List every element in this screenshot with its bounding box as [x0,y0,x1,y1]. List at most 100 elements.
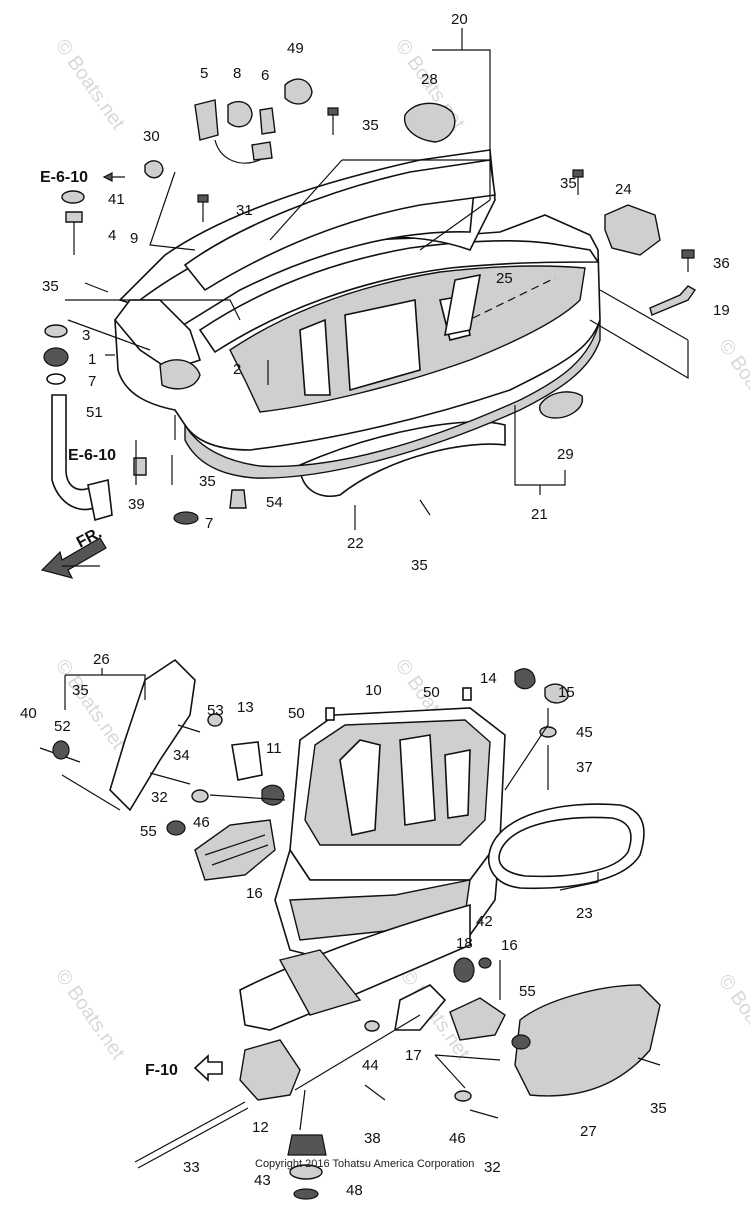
bottom-callout: 32 [151,789,168,806]
top-callout: 21 [531,506,548,523]
leader-39 [135,415,176,485]
clip-54 [229,489,247,509]
cowl-skirt [184,319,601,479]
clip-49 [284,78,313,105]
bottom-callout: 16 [501,937,518,954]
grommet-1 [43,347,69,367]
leader-20 [419,28,491,251]
top-callout: 8 [233,65,241,82]
leader-1 [67,319,151,351]
nut-42 [478,957,492,969]
bolt-35 [84,282,109,293]
seal-22 [299,421,506,497]
bolt-35-head [327,107,339,116]
switch-5 [194,99,219,141]
washer-45 [539,726,557,738]
bottom-callout: 13 [237,699,254,716]
watermark: © Boats.net [51,965,129,1064]
top-callout: 24 [615,181,632,198]
leader-46 [209,794,286,801]
bottom-callout: 45 [576,724,593,741]
top-callout: 36 [713,255,730,272]
plate-28 [404,102,456,143]
leader-12 [299,1089,306,1131]
bottom-callout: 50 [288,705,305,722]
watermark: © Boats.net [51,655,129,754]
ref-e6-10-mid: E-6-10 [68,447,116,464]
switch-8 [227,100,253,128]
top-callout: 35 [411,557,428,574]
bolt-38 [364,1084,386,1101]
cap-55 [511,1034,531,1050]
bottom-callout: 35 [650,1100,667,1117]
bottom-callout: 15 [558,684,575,701]
stopper-52 [52,740,70,760]
leader-21 [514,405,566,495]
bolt-32b [469,1109,499,1119]
top-callout: 25 [496,270,513,287]
top-callout: 35 [362,117,379,134]
leader-40 [61,774,121,811]
mount-16 [194,819,276,881]
bottom-callout: 37 [576,759,593,776]
lock-lever [159,359,201,390]
bottom-callout: 44 [362,1057,379,1074]
cap-15 [544,683,569,704]
connector [251,141,273,161]
mount-16b [449,997,506,1041]
top-callout: 35 [560,175,577,192]
bottom-callout: 18 [456,935,473,952]
mount-16-ribs [204,834,269,866]
cap-14 [514,668,536,690]
bottom-callout: 23 [576,905,593,922]
bottom-callout: 12 [252,1119,269,1136]
grommet-11 [261,784,285,806]
leader-frame [269,159,490,241]
plate-29 [538,391,584,419]
bottom-callout: 55 [140,823,157,840]
oil-pan-baffle [399,734,436,826]
lower-mount [239,1039,301,1101]
top-callout: 20 [451,11,468,28]
top-callout: 7 [205,515,213,532]
cap-55 [166,820,186,836]
bottom-callout: 10 [365,682,382,699]
bottom-callout: 52 [54,718,71,735]
o-ring-7 [46,373,66,385]
top-callout: 39 [128,496,145,513]
bottom-callout: 38 [364,1130,381,1147]
top-callout: 28 [421,71,438,88]
bottom-callout: 34 [173,747,190,764]
arrow-left-icon [102,172,113,182]
top-callout: 30 [143,128,160,145]
bottom-callout: 50 [423,684,440,701]
leader-9 [149,171,196,251]
leader-23 [559,872,599,891]
top-callout: 3 [82,327,90,344]
top-callout: 1 [88,351,96,368]
bottom-callout: 14 [480,670,497,687]
top-callout: 9 [130,230,138,247]
bottom-callout: 48 [346,1182,363,1199]
watermark: © Boats.net [714,970,750,1069]
washer-41 [61,190,85,204]
top-callout: 19 [713,302,730,319]
top-callout: 7 [88,373,96,390]
bolt-34 [177,724,201,733]
grommet-7 [173,511,199,525]
nut-48 [293,1188,319,1200]
bottom-callout: 33 [183,1159,200,1176]
cover-26 [109,658,196,812]
top-callout: 54 [266,494,283,511]
gasket-20 [183,159,496,292]
top-callout: 35 [199,473,216,490]
bottom-callout: 16 [246,885,263,902]
bottom-cowl-assembly [40,28,697,579]
fitting-39 [133,457,147,476]
washer-44 [364,1020,380,1032]
cover-13 [231,741,263,781]
oil-pan-baffle [444,749,471,819]
nut-12 [287,1134,327,1156]
bolt-36 [681,249,695,259]
